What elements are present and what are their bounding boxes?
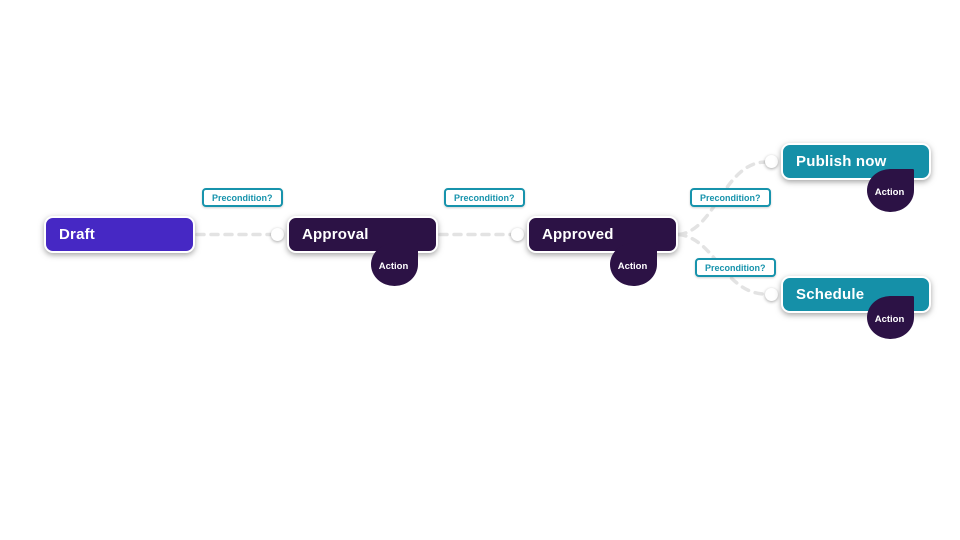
precondition-pill-approval-approved[interactable]: Precondition? bbox=[444, 188, 525, 207]
connection-dot bbox=[271, 228, 284, 241]
action-badge-approved[interactable]: Action bbox=[610, 243, 657, 286]
precondition-label: Precondition? bbox=[700, 192, 761, 203]
action-badge-approval[interactable]: Action bbox=[371, 243, 418, 286]
action-badge-label: Action bbox=[617, 261, 648, 272]
precondition-pill-approved-publish[interactable]: Precondition? bbox=[690, 188, 771, 207]
precondition-label: Precondition? bbox=[454, 192, 515, 203]
node-label: Approved bbox=[542, 226, 614, 243]
node-publish-now[interactable]: Publish now bbox=[781, 143, 931, 180]
action-badge-publish-now[interactable]: Action bbox=[867, 169, 914, 212]
connection-dot bbox=[765, 288, 778, 301]
node-draft[interactable]: Draft bbox=[44, 216, 195, 253]
node-label: Approval bbox=[302, 226, 369, 243]
node-label: Draft bbox=[59, 226, 96, 243]
precondition-pill-approved-schedule[interactable]: Precondition? bbox=[695, 258, 776, 277]
action-badge-label: Action bbox=[874, 187, 905, 198]
node-label: Publish now bbox=[796, 153, 887, 170]
node-label: Schedule bbox=[796, 286, 865, 303]
precondition-label: Precondition? bbox=[212, 192, 273, 203]
precondition-pill-draft-approval[interactable]: Precondition? bbox=[202, 188, 283, 207]
action-badge-schedule[interactable]: Action bbox=[867, 296, 914, 339]
connection-dot bbox=[765, 155, 778, 168]
connection-dot bbox=[511, 228, 524, 241]
precondition-label: Precondition? bbox=[705, 262, 766, 273]
action-badge-label: Action bbox=[874, 314, 905, 325]
action-badge-label: Action bbox=[378, 261, 409, 272]
